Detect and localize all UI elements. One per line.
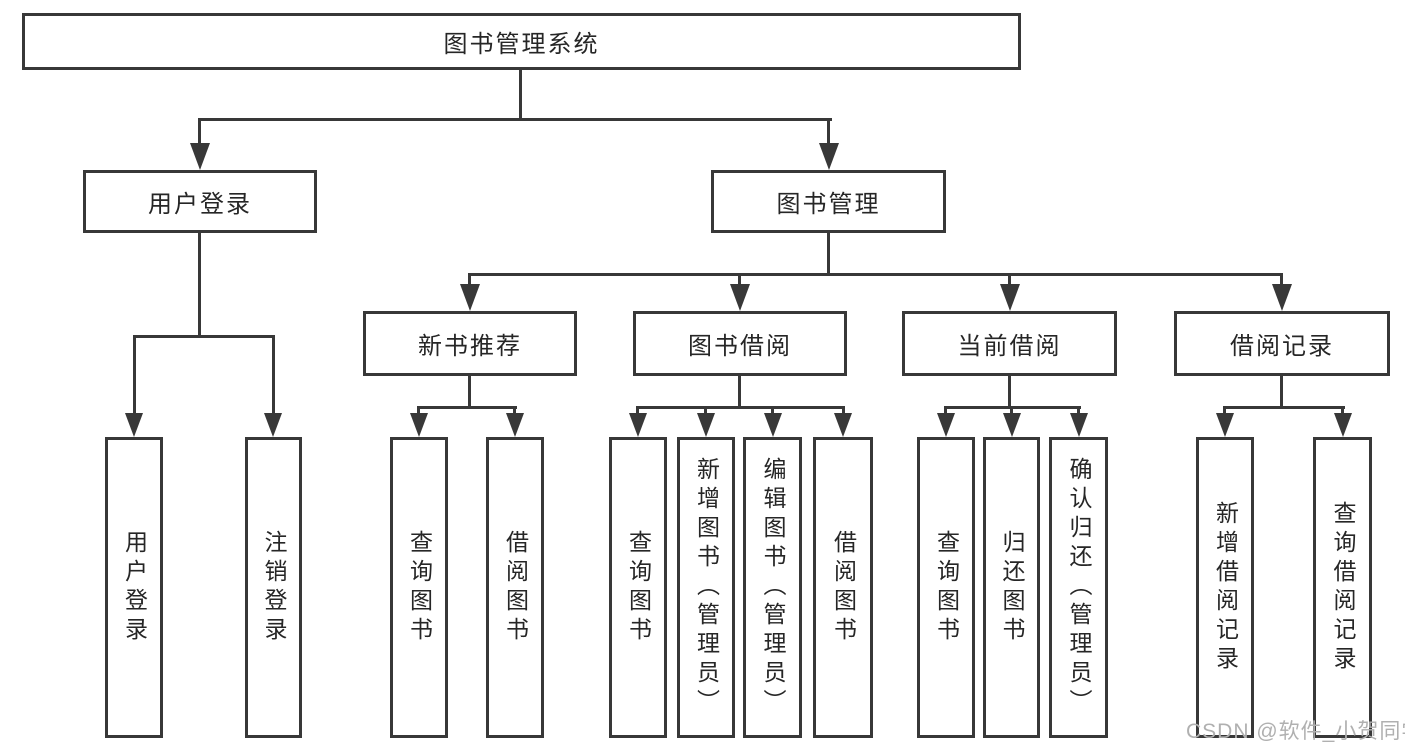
connector-line	[417, 406, 420, 416]
connector-arrowhead	[629, 413, 647, 437]
connector-line	[1341, 406, 1344, 416]
connector-arrowhead	[1334, 413, 1352, 437]
csdn-watermark: CSDN @软件_小贺同学	[1186, 720, 1405, 743]
connector-arrowhead	[190, 143, 210, 170]
node-book-borrow: 图书借阅	[633, 311, 847, 376]
connector-line	[198, 118, 832, 121]
connector-arrowhead	[834, 413, 852, 437]
connector-line	[198, 118, 201, 148]
connector-line	[133, 335, 275, 338]
connector-line	[1280, 273, 1283, 289]
connector-line	[1008, 374, 1011, 408]
leaf-user-login: 用户登录	[105, 437, 163, 738]
connector-line	[1280, 374, 1283, 408]
connector-line	[771, 406, 774, 416]
leaf-query-books-recommend: 查询图书	[390, 437, 448, 738]
node-user-login: 用户登录	[83, 170, 317, 233]
connector-line	[1223, 406, 1345, 409]
connector-line	[417, 406, 517, 409]
leaf-logout: 注销登录	[245, 437, 302, 738]
leaf-query-borrow-record: 查询借阅记录	[1313, 437, 1372, 738]
connector-line	[513, 406, 516, 416]
connector-line	[468, 374, 471, 408]
leaf-borrow-books: 借阅图书	[813, 437, 873, 738]
connector-line	[519, 70, 522, 119]
connector-line	[272, 335, 275, 415]
leaf-borrow-books-recommend: 借阅图书	[486, 437, 544, 738]
leaf-query-books-current: 查询图书	[917, 437, 975, 738]
connector-arrowhead	[1272, 284, 1292, 311]
connector-line	[133, 335, 136, 415]
connector-line	[1010, 406, 1013, 416]
leaf-return-books: 归还图书	[983, 437, 1040, 738]
connector-arrowhead	[937, 413, 955, 437]
node-book-management: 图书管理	[711, 170, 946, 233]
connector-arrowhead	[125, 413, 143, 437]
connector-arrowhead	[506, 413, 524, 437]
connector-arrowhead	[460, 284, 480, 311]
connector-line	[1077, 406, 1080, 416]
node-root-system: 图书管理系统	[22, 13, 1021, 70]
leaf-add-borrow-record: 新增借阅记录	[1196, 437, 1254, 738]
connector-line	[827, 231, 830, 275]
connector-arrowhead	[1216, 413, 1234, 437]
leaf-edit-books-admin: 编辑图书（管理员）	[743, 437, 802, 738]
connector-line	[468, 273, 1283, 276]
connector-arrowhead	[264, 413, 282, 437]
connector-line	[1223, 406, 1226, 416]
leaf-add-books-admin: 新增图书（管理员）	[677, 437, 735, 738]
connector-line	[827, 118, 830, 148]
connector-line	[738, 374, 741, 408]
connector-arrowhead	[697, 413, 715, 437]
connector-arrowhead	[1000, 284, 1020, 311]
connector-arrowhead	[1003, 413, 1021, 437]
connector-arrowhead	[730, 284, 750, 311]
connector-line	[1008, 273, 1011, 289]
connector-line	[636, 406, 639, 416]
connector-arrowhead	[410, 413, 428, 437]
connector-line	[842, 406, 845, 416]
connector-line	[198, 231, 201, 335]
leaf-query-books-borrow: 查询图书	[609, 437, 667, 738]
connector-arrowhead	[764, 413, 782, 437]
connector-line	[468, 273, 471, 289]
node-new-book-recommend: 新书推荐	[363, 311, 577, 376]
connector-line	[944, 406, 947, 416]
node-current-borrow: 当前借阅	[902, 311, 1117, 376]
connector-arrowhead	[1070, 413, 1088, 437]
connector-line	[738, 273, 741, 289]
connector-arrowhead	[819, 143, 839, 170]
node-borrow-record: 借阅记录	[1174, 311, 1390, 376]
connector-line	[704, 406, 707, 416]
connector-line	[636, 406, 845, 409]
leaf-confirm-return-admin: 确认归还（管理员）	[1049, 437, 1108, 738]
